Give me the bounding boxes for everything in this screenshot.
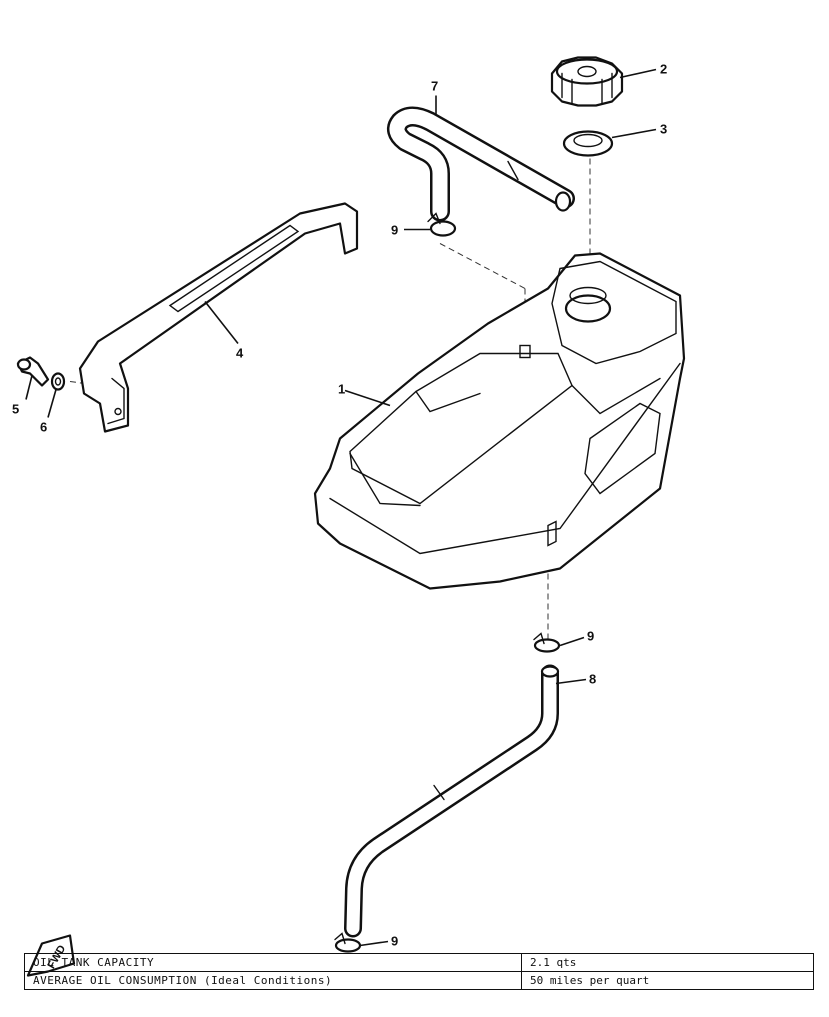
- oil-delivery-hose: [344, 664, 560, 938]
- washer: [50, 372, 66, 391]
- mounting-bracket: [78, 202, 359, 433]
- bolt: [16, 356, 50, 387]
- hose-clip-top: [427, 212, 457, 237]
- callout-part-8: 8: [589, 672, 596, 687]
- callout-part-2: 2: [660, 62, 667, 77]
- callout-part-1: 1: [338, 382, 345, 397]
- spec-label-capacity: OIL TANK CAPACITY: [24, 953, 522, 972]
- hose-clip-bottom: [334, 932, 362, 953]
- callout-part-9-top: 9: [391, 223, 398, 238]
- spec-value-consumption: 50 miles per quart: [521, 971, 814, 990]
- callout-part-6: 6: [40, 420, 47, 435]
- callout-part-4: 4: [236, 346, 244, 361]
- callout-part-5: 5: [12, 402, 19, 417]
- oil-tank: [313, 252, 686, 590]
- callout-part-3: 3: [660, 122, 667, 137]
- cap-gasket: [562, 130, 614, 157]
- hose-clip-middle: [533, 632, 561, 653]
- callout-part-9-middle: 9: [587, 629, 594, 644]
- specs-table: OIL TANK CAPACITY 2.1 qts AVERAGE OIL CO…: [24, 953, 814, 990]
- callout-part-7: 7: [431, 79, 438, 94]
- breather-hose: [387, 106, 575, 222]
- spec-value-capacity: 2.1 qts: [521, 953, 814, 972]
- filler-cap: [550, 56, 624, 107]
- spec-label-consumption: AVERAGE OIL CONSUMPTION (Ideal Condition…: [24, 971, 522, 990]
- specs-row-capacity: OIL TANK CAPACITY 2.1 qts: [24, 953, 814, 972]
- specs-row-consumption: AVERAGE OIL CONSUMPTION (Ideal Condition…: [24, 971, 814, 990]
- callout-part-9-bottom: 9: [391, 934, 398, 949]
- leader-lines: [25, 68, 657, 947]
